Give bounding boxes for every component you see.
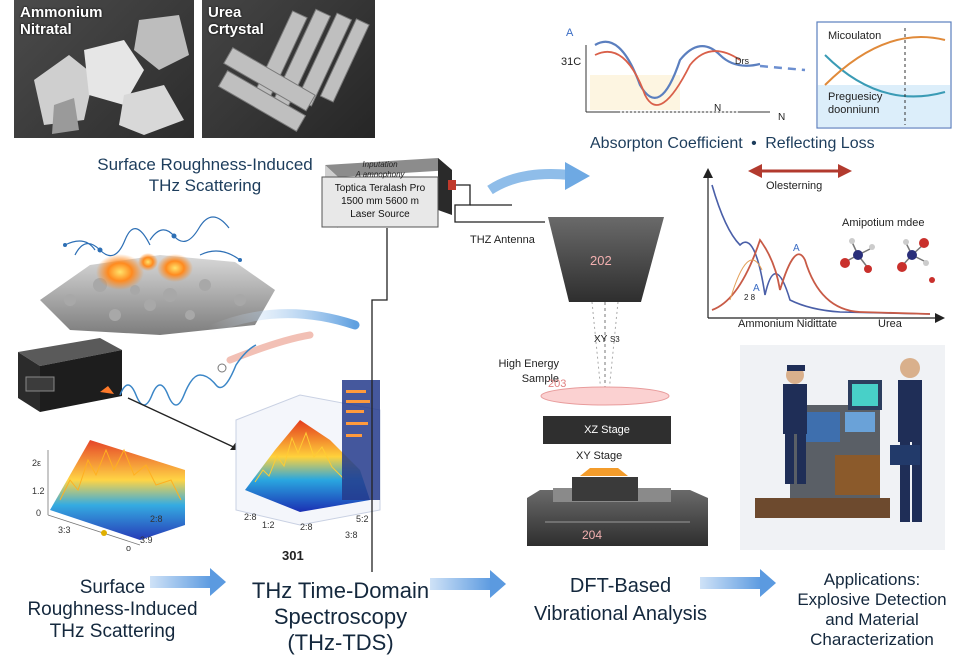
tds-3d-plot bbox=[235, 380, 381, 526]
flow-step-tds: THz Time-Domain Spectroscopy (THz-TDS) bbox=[228, 578, 453, 656]
ammonium-crystals-graphic bbox=[34, 15, 189, 135]
flow-step-applications: Applications: Explosive Detection and Ma… bbox=[772, 570, 972, 650]
molecule-graphics bbox=[840, 238, 935, 283]
flow-step-1-line1: Surface bbox=[79, 577, 146, 598]
lower-plot-xlabel-right: Urea bbox=[878, 318, 902, 330]
tds-tick-1: 2:8 bbox=[244, 512, 257, 522]
top-spectra-tick: 31C bbox=[561, 56, 582, 68]
bottom-flow-arrows bbox=[150, 568, 776, 598]
scattering-3d-plot bbox=[47, 440, 185, 546]
scatter-plot-xtick-1: 3:3 bbox=[58, 525, 71, 535]
flow-step-dft: DFT-Based Vibrational Analysis bbox=[508, 572, 733, 628]
flow-step-2-line3: (THz-TDS) bbox=[287, 630, 394, 655]
flow-step-4-line2: Explosive Detection bbox=[797, 590, 947, 609]
urea-photo-label: Urea Crtystal bbox=[208, 4, 264, 38]
lower-absorption-plot bbox=[703, 168, 945, 323]
laser-label: Inputation A amnophony bbox=[322, 160, 438, 180]
lower-plot-marks: 2 8 bbox=[744, 293, 756, 302]
flow-step-1-line3: THz Scattering bbox=[49, 621, 176, 642]
scatter-plot-tick-3: 0 bbox=[36, 508, 42, 518]
antenna-number: 202 bbox=[590, 253, 612, 268]
scattering-title-line2: THz Scattering bbox=[148, 176, 262, 195]
scattering-title-line1: Surface Roughness-Induced bbox=[97, 155, 313, 174]
antenna-label: THZ Antenna bbox=[470, 234, 535, 246]
flow-step-2-line2: Spectroscopy bbox=[273, 604, 408, 629]
thz-emitter-box bbox=[18, 338, 122, 412]
peak-label-a1: A bbox=[793, 243, 800, 254]
xz-stage-label: XZ Stage bbox=[584, 424, 630, 436]
reflecting-loss-text: Reflecting Loss bbox=[765, 135, 875, 152]
absorption-title-text: Absorpton Coefficient bbox=[590, 135, 743, 152]
top-spectra-ylabel: A bbox=[566, 27, 574, 39]
flow-step-3-line1: DFT-Based bbox=[569, 575, 672, 597]
ammonium-photo-label: Ammonium Nitratal bbox=[20, 4, 103, 38]
flow-step-1-line2: Roughness-Induced bbox=[27, 599, 198, 620]
flow-step-scattering: Surface Roughness-Induced THz Scattering bbox=[25, 577, 200, 643]
tds-tick-2: 1:2 bbox=[262, 520, 275, 530]
flow-step-4-line1: Applications: bbox=[823, 570, 921, 589]
urea-label-line2: Crtystal bbox=[208, 21, 264, 38]
sample-label-line2: Sample bbox=[521, 373, 559, 385]
scatter-plot-tick-2: 1.2 bbox=[32, 486, 45, 496]
laser-body-label: Toptica Teralash Pro 1500 mm 5600 m Lase… bbox=[322, 182, 438, 221]
urea-crystals-graphic bbox=[217, 8, 370, 132]
absorption-title: Absorpton Coefficient • Reflecting Loss bbox=[590, 135, 970, 153]
ammonium-label-line1: Ammonium bbox=[20, 4, 103, 21]
tds-tick-3: 2:8 bbox=[300, 522, 313, 532]
rough-surface-graphic bbox=[40, 216, 275, 335]
laser-line5: Laser Source bbox=[350, 209, 410, 220]
laser-line3: Toptica Teralash Pro bbox=[334, 183, 426, 194]
xy-probe-text: XY bbox=[594, 334, 608, 345]
legend-bottom-line2: doonniunn bbox=[828, 104, 880, 116]
laser-line1: Inputation bbox=[362, 160, 398, 169]
scatter-plot-xtick-2: 3:9 bbox=[140, 535, 153, 545]
lower-plot-xlabel-left: Ammonium Nidittate bbox=[738, 318, 838, 330]
double-arrow bbox=[748, 164, 852, 178]
urea-label-line1: Urea bbox=[208, 4, 242, 21]
top-spectra-series: Drs bbox=[735, 56, 749, 66]
flow-step-2-line1: THz Time-Domain bbox=[251, 578, 430, 603]
ammonium-nitrate-photo: Ammonium Nitratal bbox=[14, 0, 194, 138]
sample-number: 203 bbox=[548, 378, 567, 390]
xy-probe-num: S3 bbox=[609, 335, 620, 344]
laser-line4: 1500 mm 5600 m bbox=[341, 196, 419, 207]
legend-bottom-line1: Preguesicy bbox=[828, 91, 883, 103]
xy-stage-label: XY Stage bbox=[576, 450, 623, 462]
peak-label-a2: A bbox=[753, 283, 760, 294]
top-axis-n1: N bbox=[714, 103, 722, 114]
ammonium-label-line2: Nitratal bbox=[20, 21, 72, 38]
scatter-plot-xtick-3: 2:8 bbox=[150, 514, 163, 524]
sample-label-line1: High Energy bbox=[498, 358, 559, 370]
flow-step-4-line4: Characterization bbox=[810, 630, 934, 649]
molecule-label: Amipotium mdee bbox=[842, 217, 925, 229]
diagram-graphics bbox=[18, 21, 952, 598]
xy-probe-label: XY S3 bbox=[594, 334, 620, 345]
top-axis-n2: N bbox=[778, 112, 786, 123]
laser-source-box bbox=[321, 158, 456, 228]
absorption-title-dot: • bbox=[751, 135, 757, 152]
stage-number: 204 bbox=[582, 528, 603, 542]
lab-scene-graphic bbox=[740, 345, 945, 550]
tds-tick-5: 5:2 bbox=[356, 514, 369, 524]
scatter-plot-ztick: o bbox=[126, 543, 132, 553]
legend-box bbox=[816, 21, 952, 129]
urea-crystal-photo: Urea Crtystal bbox=[202, 0, 375, 138]
tds-number: 301 bbox=[282, 548, 304, 563]
legend-bottom-label: Preguesicy doonniunn bbox=[828, 91, 882, 117]
tds-tick-4: 3:8 bbox=[345, 530, 358, 540]
legend-top-label: Micoulaton bbox=[828, 30, 882, 42]
laser-line2: A amnophony bbox=[355, 170, 405, 179]
flow-step-4-line3: and Material bbox=[825, 610, 919, 629]
sample-label: High Energy Sample bbox=[484, 357, 559, 387]
scattering-title: Surface Roughness-Induced THz Scattering bbox=[60, 154, 350, 196]
top-spectra-plot bbox=[585, 40, 806, 113]
scatter-plot-tick-1: 2ε bbox=[32, 458, 42, 468]
flow-step-3-line2: Vibrational Analysis bbox=[533, 603, 708, 625]
double-arrow-label: Olesterning bbox=[766, 180, 823, 192]
